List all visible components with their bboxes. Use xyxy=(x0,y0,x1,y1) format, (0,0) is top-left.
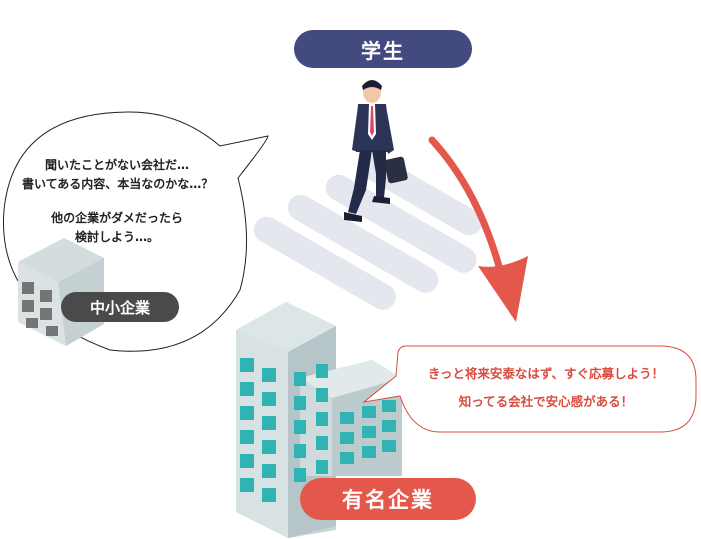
sme-bubble-text-3: 他の企業がダメだったら xyxy=(51,211,183,225)
sme-bubble-text-1: 聞いたことがない会社だ… xyxy=(44,158,189,172)
sme-bubble-text-4: 検討しよう…。 xyxy=(74,230,159,244)
crosswalk xyxy=(253,154,483,310)
big-company-label: 有名企業 xyxy=(300,478,476,520)
big-company-building xyxy=(236,302,402,538)
big-bubble-text-1: きっと将来安泰なはず、すぐ応募しよう！ xyxy=(427,366,665,381)
big-company-speech-bubble xyxy=(362,345,697,433)
big-bubble-text-2: 知ってる会社で安心感がある！ xyxy=(458,394,634,409)
student-figure xyxy=(344,80,408,222)
sme-label: 中小企業 xyxy=(61,292,179,322)
student-label: 学生 xyxy=(294,30,472,68)
arrow-to-big-company xyxy=(428,136,528,322)
sme-bubble-text-2: 書いてある内容、本当なのかな…？ xyxy=(22,177,214,191)
